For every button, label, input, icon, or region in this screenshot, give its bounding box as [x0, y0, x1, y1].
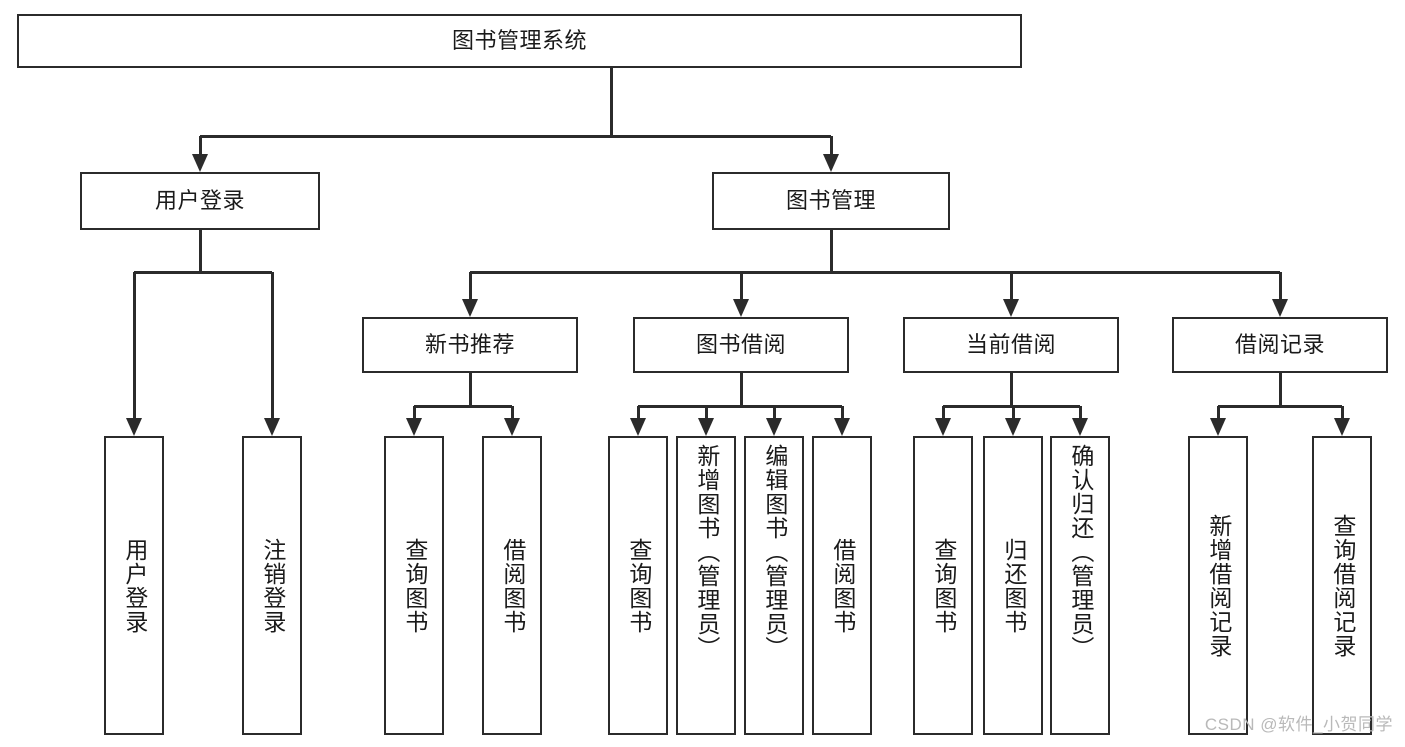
- root-arrow-0: [192, 154, 208, 172]
- user-login-arrow-0: [126, 418, 142, 436]
- root-node[interactable]: 图书管理系统: [17, 14, 1022, 68]
- leaf-node-8[interactable]: 查询图书: [913, 436, 973, 735]
- l3-0-stem: [468, 373, 472, 406]
- leaf-node-9-label: 归还图书: [1000, 537, 1027, 634]
- user-login-stem: [198, 230, 202, 272]
- l3-2-drop-0: [941, 406, 945, 418]
- user-login-bus: [134, 270, 272, 274]
- l3-0-bus: [414, 404, 512, 408]
- leaf-node-12-label: 查询借阅记录: [1329, 513, 1356, 658]
- level3-node-3[interactable]: 借阅记录: [1172, 317, 1388, 373]
- l3-1-drop-0: [636, 406, 640, 418]
- leaf-node-8-label: 查询图书: [930, 537, 957, 634]
- book-mgmt-drop-0: [468, 272, 472, 299]
- leaf-node-1-label: 注销登录: [259, 537, 286, 634]
- root-arrow-1: [823, 154, 839, 172]
- l3-3-arrow-0: [1210, 418, 1226, 436]
- l3-2-drop-2: [1078, 406, 1082, 418]
- leaf-node-2[interactable]: 查询图书: [384, 436, 444, 735]
- l3-0-drop-1: [510, 406, 514, 418]
- l3-2-drop-1: [1011, 406, 1015, 418]
- l3-1-drop-2: [772, 406, 776, 418]
- leaf-node-10[interactable]: 确认归还（管理员）: [1050, 436, 1110, 735]
- book-mgmt-arrow-3: [1272, 299, 1288, 317]
- leaf-node-5-label: 新增图书（管理员）: [693, 444, 720, 660]
- level3-node-0-label: 新书推荐: [424, 331, 515, 357]
- leaf-node-1[interactable]: 注销登录: [242, 436, 302, 735]
- user-login-drop-0: [132, 272, 136, 418]
- level3-node-3-label: 借阅记录: [1234, 331, 1325, 357]
- user-login-arrow-1: [264, 418, 280, 436]
- book-mgmt-arrow-0: [462, 299, 478, 317]
- level3-node-2[interactable]: 当前借阅: [903, 317, 1119, 373]
- l3-3-drop-1: [1340, 406, 1344, 418]
- leaf-node-4[interactable]: 查询图书: [608, 436, 668, 735]
- l3-1-arrow-0: [630, 418, 646, 436]
- leaf-node-2-label: 查询图书: [401, 537, 428, 634]
- l3-1-bus: [638, 404, 842, 408]
- root-node-label: 图书管理系统: [451, 27, 587, 53]
- leaf-node-6[interactable]: 编辑图书（管理员）: [744, 436, 804, 735]
- l3-0-arrow-0: [406, 418, 422, 436]
- l3-1-stem: [739, 373, 743, 406]
- book-mgmt-arrow-1: [733, 299, 749, 317]
- book-mgmt-stem: [829, 230, 833, 272]
- root-drop-0: [198, 136, 202, 154]
- leaf-node-11[interactable]: 新增借阅记录: [1188, 436, 1248, 735]
- leaf-node-7[interactable]: 借阅图书: [812, 436, 872, 735]
- level2-node-0-label: 用户登录: [154, 187, 245, 213]
- leaf-node-7-label: 借阅图书: [829, 537, 856, 634]
- leaf-node-11-label: 新增借阅记录: [1205, 513, 1232, 658]
- level2-node-0[interactable]: 用户登录: [80, 172, 320, 230]
- leaf-node-9[interactable]: 归还图书: [983, 436, 1043, 735]
- level3-node-1[interactable]: 图书借阅: [633, 317, 849, 373]
- l3-0-arrow-1: [504, 418, 520, 436]
- level2-node-1-label: 图书管理: [785, 187, 876, 213]
- root-drop-1: [829, 136, 833, 154]
- leaf-node-3-label: 借阅图书: [499, 537, 526, 634]
- l3-2-arrow-2: [1072, 418, 1088, 436]
- l3-1-arrow-1: [698, 418, 714, 436]
- leaf-node-4-label: 查询图书: [625, 537, 652, 634]
- level3-node-0[interactable]: 新书推荐: [362, 317, 578, 373]
- l3-1-arrow-2: [766, 418, 782, 436]
- leaf-node-5[interactable]: 新增图书（管理员）: [676, 436, 736, 735]
- book-mgmt-arrow-2: [1003, 299, 1019, 317]
- l3-3-drop-0: [1216, 406, 1220, 418]
- leaf-node-12[interactable]: 查询借阅记录: [1312, 436, 1372, 735]
- book-mgmt-bus: [470, 270, 1280, 274]
- l3-1-arrow-3: [834, 418, 850, 436]
- l3-2-arrow-0: [935, 418, 951, 436]
- leaf-node-6-label: 编辑图书（管理员）: [761, 444, 788, 660]
- l3-3-arrow-1: [1334, 418, 1350, 436]
- leaf-node-10-label: 确认归还（管理员）: [1067, 444, 1094, 660]
- book-mgmt-drop-1: [739, 272, 743, 299]
- leaf-node-3[interactable]: 借阅图书: [482, 436, 542, 735]
- book-mgmt-drop-3: [1278, 272, 1282, 299]
- leaf-node-0[interactable]: 用户登录: [104, 436, 164, 735]
- l3-3-bus: [1218, 404, 1342, 408]
- leaf-node-0-label: 用户登录: [121, 537, 148, 634]
- l3-0-drop-0: [412, 406, 416, 418]
- root-bus: [200, 134, 831, 138]
- l3-2-arrow-1: [1005, 418, 1021, 436]
- l3-3-stem: [1278, 373, 1282, 406]
- level3-node-1-label: 图书借阅: [695, 331, 786, 357]
- user-login-drop-1: [270, 272, 274, 418]
- l3-1-drop-3: [840, 406, 844, 418]
- l3-1-drop-1: [704, 406, 708, 418]
- l3-2-stem: [1009, 373, 1013, 406]
- level2-node-1[interactable]: 图书管理: [712, 172, 950, 230]
- book-mgmt-drop-2: [1009, 272, 1013, 299]
- level3-node-2-label: 当前借阅: [965, 331, 1056, 357]
- root-stem: [609, 68, 613, 136]
